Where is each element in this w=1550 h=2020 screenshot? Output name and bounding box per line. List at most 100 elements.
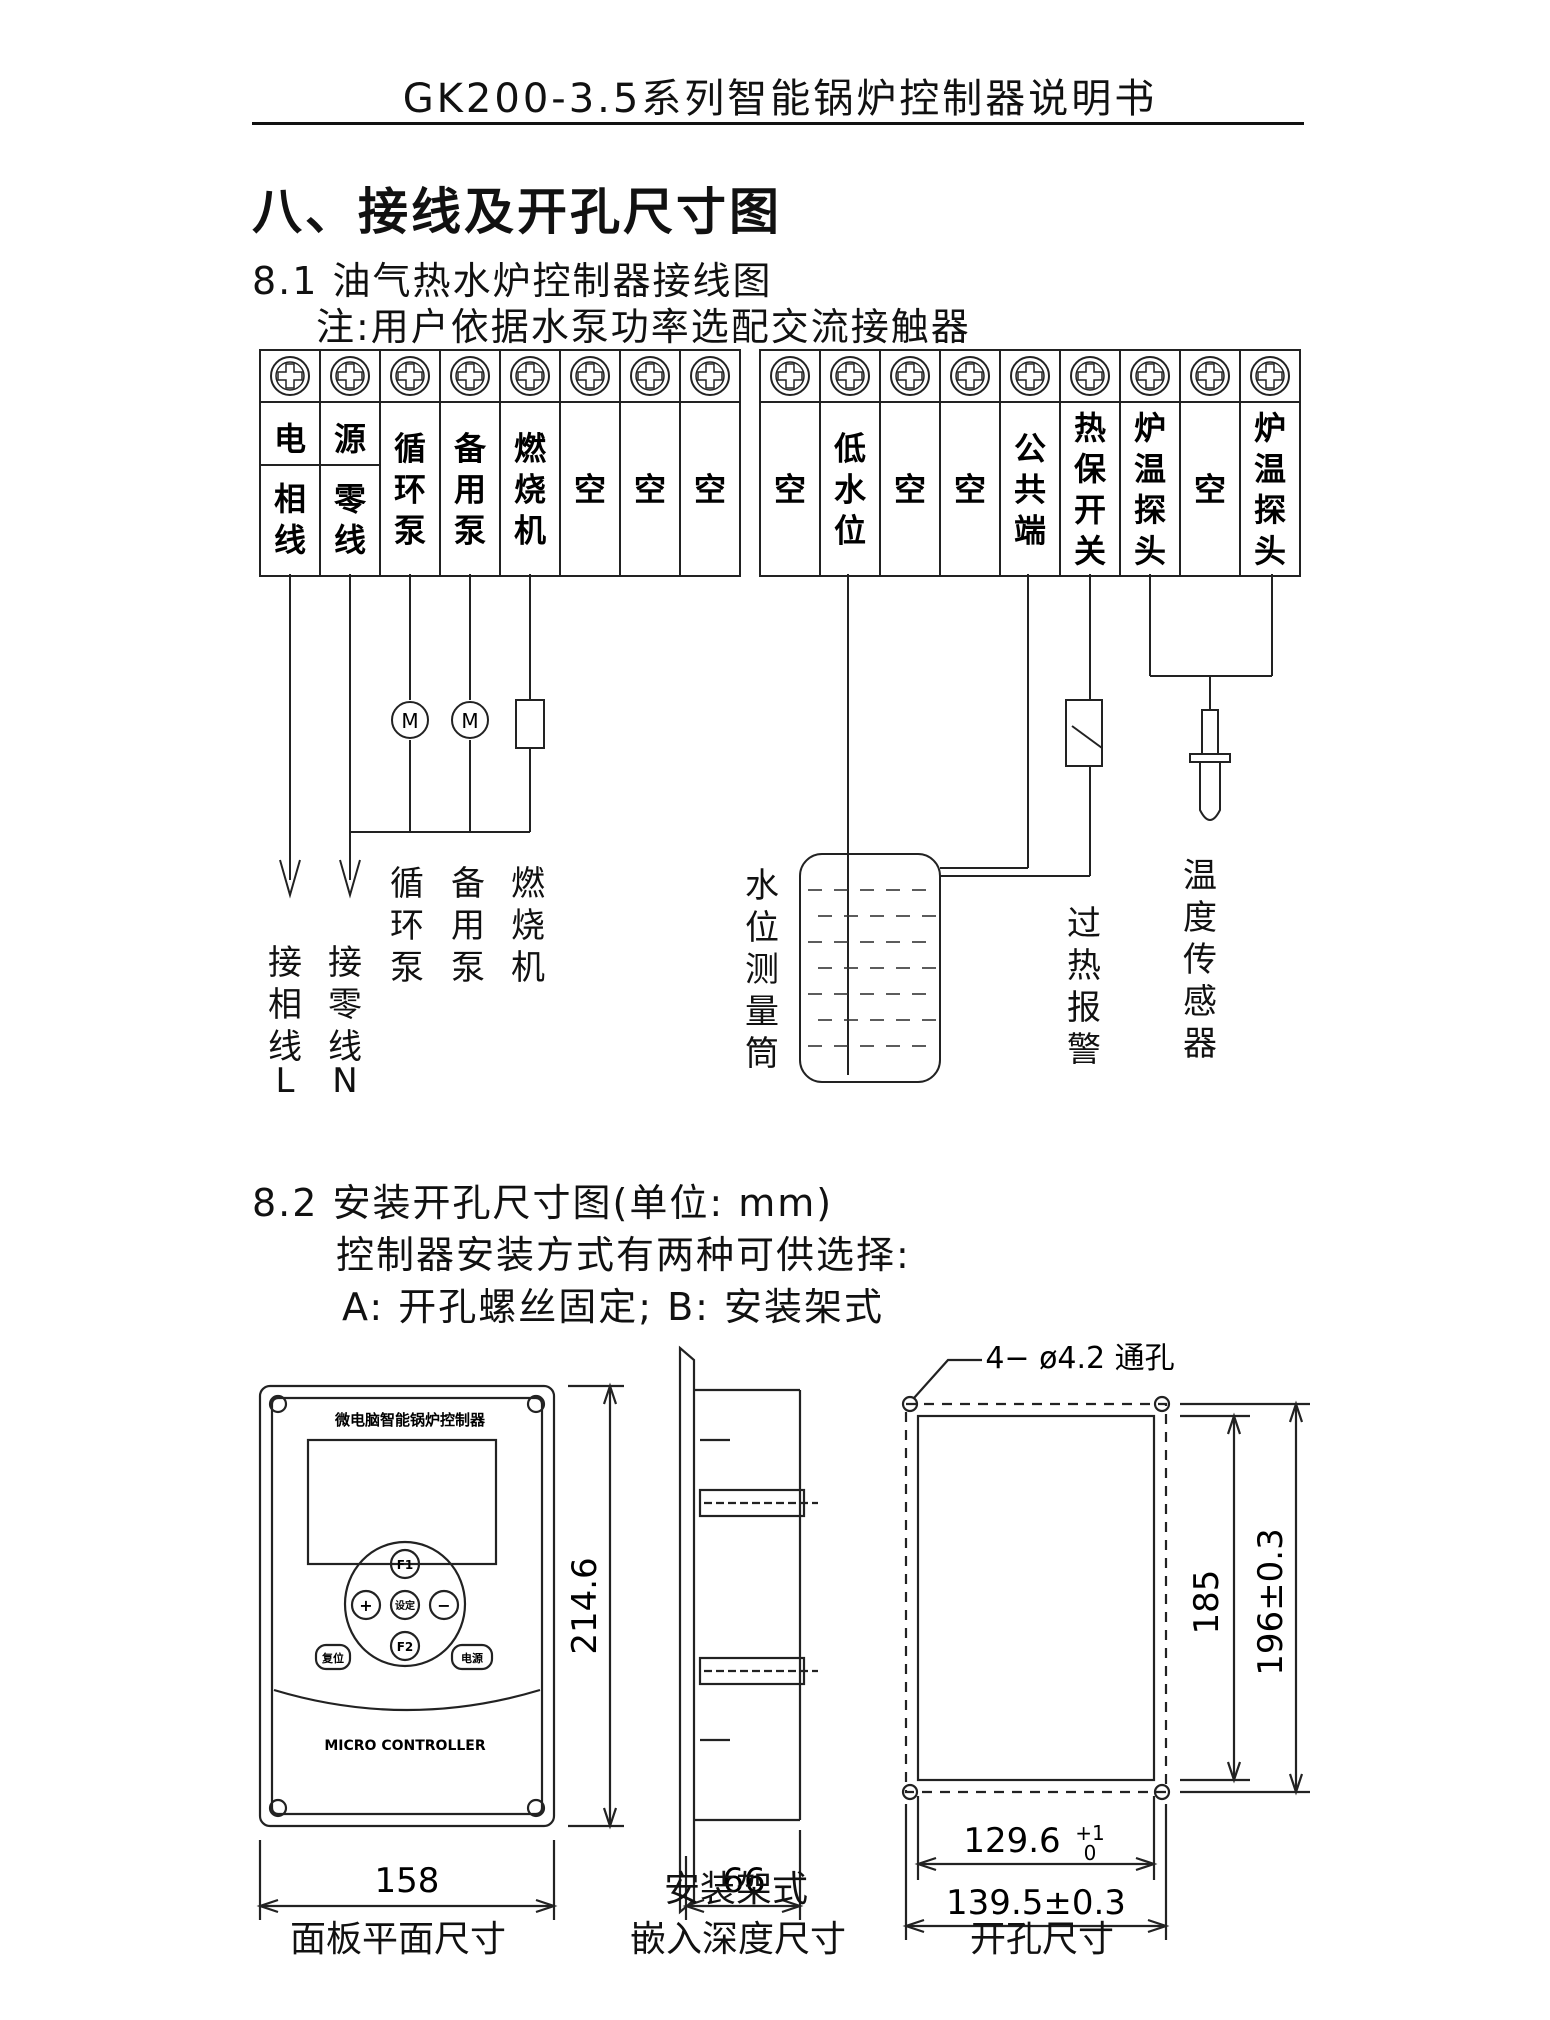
motor-icon: M [391,701,429,739]
terminal-label: 水 [834,470,867,508]
document-header: GK200-3.5系列智能锅炉控制器说明书 [402,76,1158,122]
screw-icon [570,356,610,396]
terminal-block-left: 电源相线零线循环泵备用泵燃烧机空空空 [259,349,741,577]
power-label: 电 [274,420,306,458]
label-temp-sensor: 度 [1183,898,1217,938]
terminal-label: 零 [334,480,367,518]
dim-cut-width-tol0: 0 [1084,1841,1097,1865]
screw-icon [1190,356,1230,396]
screw-icon [1070,356,1110,396]
terminal-label: 空 [774,470,806,508]
caption-panel: 面板平面尺寸 [290,1919,507,1960]
lcd-window [306,1438,498,1566]
terminal-label: 线 [334,521,366,559]
cutout-rect [916,1414,1156,1782]
terminal-label: 开 [1074,491,1106,529]
label-neutral-line: 接 [328,943,362,983]
btn-power-label: 电源 [461,1651,483,1665]
terminal-label: 温 [1134,450,1166,488]
label-water-level-cylinder: 量 [745,992,779,1032]
screw-icon [890,356,930,396]
hole-note: 4− ø4.2 通孔 [985,1341,1174,1376]
label-temp-sensor: 传 [1183,940,1217,980]
keypad-ring [343,1540,467,1668]
btn-f2-label: F2 [397,1640,414,1654]
terminal-block-right: 空低水位空空公共端热保开关炉温探头空炉温探头 [759,349,1301,577]
terminal-label: 相 [274,480,306,518]
dimension-drawings: 微电脑智能锅炉控制器 MICRO CONTROLLER F1 F2 设定 + −… [256,1341,1310,1940]
screw-icon [450,356,490,396]
btn-f1-label: F1 [397,1558,414,1572]
panel-brand: 微电脑智能锅炉控制器 [334,1411,486,1429]
wiring-diagram: 电源相线零线循环泵备用泵燃烧机空空空 空低水位空空公共端热保开关炉温探头空炉温探… [259,349,1301,1083]
terminal-label: 备 [454,429,487,467]
label-burner: 机 [511,948,545,988]
dim-depth: 66 [722,1861,765,1901]
btn-minus-label: − [437,1596,450,1615]
terminal-label: 探 [1254,491,1286,529]
label-neutral-line: N [332,1061,358,1101]
label-backup-pump: 备 [451,864,485,904]
label-temp-sensor: 器 [1183,1024,1217,1064]
wiring-note: 注:用户依据水泵功率选配交流接触器 [316,305,971,349]
side-flange [678,1345,696,1915]
caption-depth: 嵌入深度尺寸 [630,1919,847,1960]
terminal-label: 探 [1134,491,1166,529]
terminal-label: 泵 [394,511,426,549]
dim-panel-width: 158 [375,1861,440,1901]
terminal-label: 低 [834,429,866,467]
label-water-level-cylinder: 位 [745,908,779,948]
label-phase-line: 相 [268,985,302,1025]
screw-icon [690,356,730,396]
screw-icon [770,356,810,396]
terminal-label: 循 [394,429,426,467]
label-overheat-alarm: 报 [1067,988,1101,1028]
screw-icon [1130,356,1170,396]
terminal-label: 用 [454,470,486,508]
terminal-label: 空 [1194,470,1226,508]
section-title: 八、接线及开孔尺寸图 [252,183,782,241]
dim-cut-width-tol: +1 [1075,1821,1104,1845]
dim-cut-width: 129.6 [963,1821,1060,1861]
screw-icon [950,356,990,396]
screw-icon [1010,356,1050,396]
label-overheat-alarm: 警 [1067,1030,1101,1070]
screw-icon [1250,356,1290,396]
label-backup-pump: 泵 [451,948,485,988]
screw-icon [830,356,870,396]
terminal-label: 位 [834,511,866,549]
terminal-label: 烧 [514,470,546,508]
label-backup-pump: 用 [451,906,485,946]
svg-text:M: M [461,709,478,733]
terminal-label: 空 [574,470,606,508]
terminal-label: 泵 [454,511,486,549]
terminal-label: 空 [954,470,986,508]
label-neutral-line: 线 [328,1027,362,1067]
terminal-label: 环 [394,470,426,508]
label-circulation-pump: 泵 [390,948,424,988]
terminal-label: 头 [1254,532,1286,570]
header-rule [252,122,1304,125]
terminal-label: 头 [1134,532,1166,570]
terminal-label: 热 [1074,409,1106,447]
label-phase-line: 接 [268,943,302,983]
panel-outline [258,1384,556,1828]
terminal-label: 空 [694,470,726,508]
terminal-label: 关 [1074,532,1106,570]
caption-cutout: 开孔尺寸 [970,1919,1115,1960]
label-water-level-cylinder: 测 [745,950,779,990]
btn-plus-label: + [359,1596,372,1615]
terminal-label: 炉 [1254,409,1286,447]
caption-mount-type: 安装架式 [664,1869,809,1910]
terminal-label: 端 [1014,511,1046,549]
label-temp-sensor: 温 [1183,856,1217,896]
dim-cut-outer-height: 196±0.3 [1251,1528,1291,1675]
terminal-label: 炉 [1134,409,1166,447]
label-burner: 燃 [511,864,545,904]
label-neutral-line: 零 [328,985,362,1025]
motor-icon: M [451,701,489,739]
btn-set-label: 设定 [395,1599,415,1612]
label-overheat-alarm: 热 [1067,946,1101,986]
terminal-label: 线 [274,521,306,559]
subsection-8-2-title: 8.2 安装开孔尺寸图(单位: mm) [252,1181,834,1225]
